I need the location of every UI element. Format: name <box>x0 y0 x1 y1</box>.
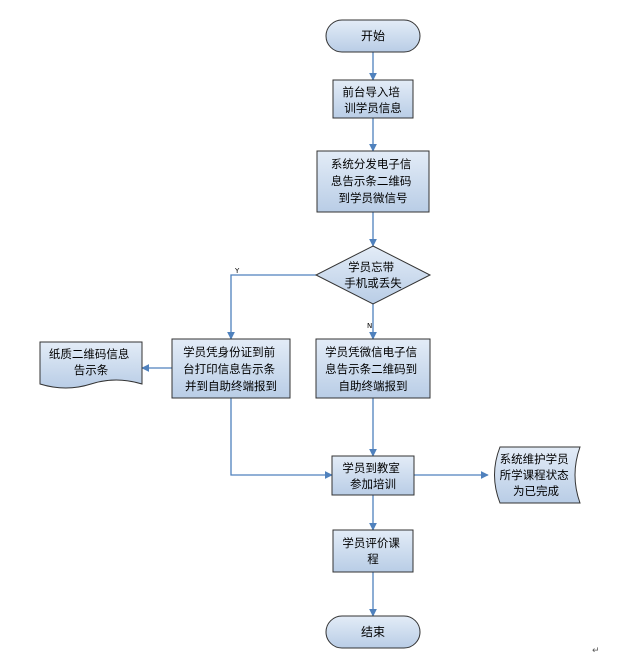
id-checkin-line-3: 并到自助终端报到 <box>185 379 277 393</box>
import-info-step: 前台导入培 训学员信息 <box>332 79 414 119</box>
decision-line-1: 学员忘带 <box>348 260 394 274</box>
import-info-line-2: 训学员信息 <box>344 101 402 115</box>
wechat-checkin-line-1: 学员凭微信电子信 <box>325 345 417 359</box>
id-checkin-line-2: 台打印信息告示条 <box>183 362 275 376</box>
send-qr-line-1: 系统分发电子信 <box>331 157 412 171</box>
svg-text:纸质二维码信息 告示条: 纸质二维码信息 告示条 <box>49 347 133 377</box>
decision-line-2: 手机或丢失 <box>344 276 402 290</box>
paper-qr-document: 纸质二维码信息 告示条 <box>39 341 143 389</box>
connector-decision-yes-branch <box>227 274 316 340</box>
maintain-status-line-3: 为已完成 <box>513 484 559 498</box>
id-checkin-step: 学员凭身份证到前 台打印信息告示条 并到自助终端报到 <box>171 338 291 399</box>
attend-training-line-1: 学员到教室 <box>342 461 400 475</box>
branch-yes-label: Y <box>234 267 240 275</box>
maintain-status-line-2: 所学课程状态 <box>500 468 569 482</box>
connector-idcheckin-to-attend <box>230 398 333 479</box>
decision-diamond: 学员忘带 手机或丢失 <box>314 245 432 305</box>
wechat-checkin-line-3: 自助终端报到 <box>339 379 408 393</box>
paper-qr-line-2: 告示条 <box>74 363 109 377</box>
svg-text:系统维护学员 所学课程状态 为已完成: 系统维护学员 所学课程状态 为已完成 <box>500 452 573 498</box>
branch-no-label: N <box>367 322 372 330</box>
evaluate-course-line-1: 学员评价课 <box>342 536 400 550</box>
evaluate-course-step: 学员评价课 程 <box>332 529 414 573</box>
attend-training-line-2: 参加培训 <box>350 477 396 491</box>
id-checkin-line-1: 学员凭身份证到前 <box>183 345 275 359</box>
svg-text:学员凭微信电子信 息告示条二维码到: 学员凭微信电子信 息告示条二维码到 自助终端报到 <box>325 345 421 393</box>
paper-qr-line-1: 纸质二维码信息 <box>49 347 130 361</box>
send-qr-step: 系统分发电子信 息告示条二维码 到学员微信号 <box>316 150 430 213</box>
svg-text:学员凭身份证到前 台打印信息告示条: 学员凭身份证到前 台打印信息告示条 并到自助终端报到 <box>183 345 279 393</box>
import-info-line-1: 前台导入培 <box>342 85 400 99</box>
send-qr-line-2: 息告示条二维码 <box>331 174 412 188</box>
maintain-status-line-1: 系统维护学员 <box>500 452 569 466</box>
svg-text:学员到教室 参加培训: 学员到教室 参加培训 <box>342 461 403 491</box>
paragraph-mark: ↵ <box>592 646 600 656</box>
start-terminator: 开始 <box>325 19 421 53</box>
svg-text:前台导入培 训学员信息: 前台导入培 训学员信息 <box>342 85 403 115</box>
wechat-checkin-line-2: 息告示条二维码到 <box>325 362 417 376</box>
wechat-checkin-step: 学员凭微信电子信 息告示条二维码到 自助终端报到 <box>315 338 431 399</box>
connectors <box>141 52 489 617</box>
svg-text:学员评价课 程: 学员评价课 程 <box>342 536 403 566</box>
end-terminator: 结束 <box>325 615 421 649</box>
send-qr-line-3: 到学员微信号 <box>339 191 408 205</box>
maintain-status-storage: 系统维护学员 所学课程状态 为已完成 <box>494 446 581 504</box>
attend-training-step: 学员到教室 参加培训 <box>331 455 415 496</box>
start-label: 开始 <box>361 29 385 43</box>
evaluate-course-line-2: 程 <box>367 552 379 566</box>
svg-text:学员忘带 手机或丢失: 学员忘带 手机或丢失 <box>344 260 402 290</box>
svg-text:系统分发电子信 息告示条二维码 到学: 系统分发电子信 息告示条二维码 到学员微信号 <box>331 157 415 205</box>
end-label: 结束 <box>361 625 385 639</box>
